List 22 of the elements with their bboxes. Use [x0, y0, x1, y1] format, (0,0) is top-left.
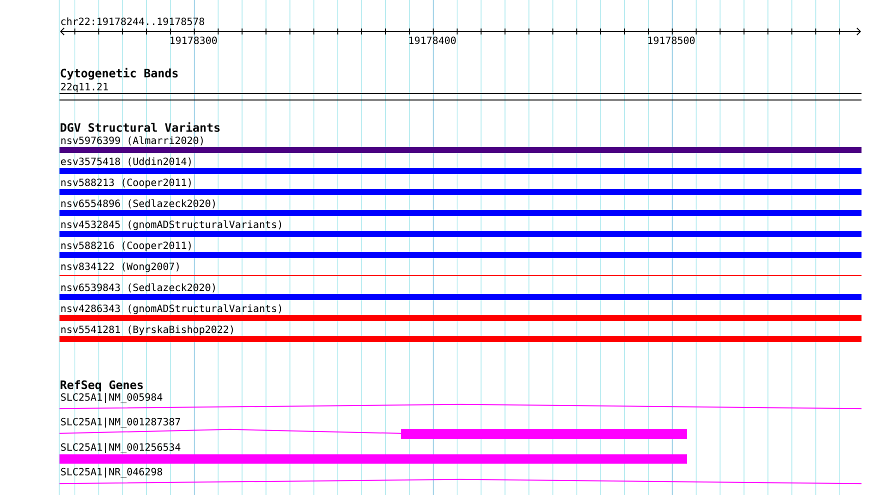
feature-label: 22q11.21: [61, 82, 108, 92]
tick-label: 19178400: [409, 36, 456, 44]
feature-label: SLC25A1|NR_046298: [61, 468, 162, 478]
track-title: RefSeq Genes: [60, 380, 143, 392]
feature-label: nsv588213 (Cooper2011): [61, 178, 191, 188]
feature-label: SLC25A1|NM_001287387: [61, 418, 180, 428]
track-title: Cytogenetic Bands: [60, 68, 178, 80]
feature-label: nsv5976399 (Almarri2020): [61, 136, 203, 146]
feature-label: nsv834122 (Wong2007): [61, 262, 179, 272]
feature-label: esv3575418 (Uddin2014): [61, 157, 191, 166]
tick-label: 19178500: [648, 36, 695, 44]
feature-label: nsv588216 (Cooper2011): [61, 241, 191, 252]
feature-label: nsv4286343 (gnomADStructuralVariants): [61, 304, 282, 314]
feature-label: nsv4532845 (gnomADStructuralVariants): [61, 220, 282, 230]
location-label: chr22:19178244..19178578: [61, 17, 204, 26]
feature-label: nsv5541281 (ByrskaBishop2022): [61, 325, 233, 336]
feature-label: SLC25A1|NM_005984: [61, 393, 162, 404]
tick-label: 19178300: [170, 36, 217, 44]
feature-label: nsv6539843 (Sedlazeck2020): [61, 283, 215, 292]
feature-label: SLC25A1|NM_001256534: [61, 443, 180, 454]
track-title: DGV Structural Variants: [60, 122, 220, 132]
feature-label: nsv6554896 (Sedlazeck2020): [61, 199, 215, 208]
